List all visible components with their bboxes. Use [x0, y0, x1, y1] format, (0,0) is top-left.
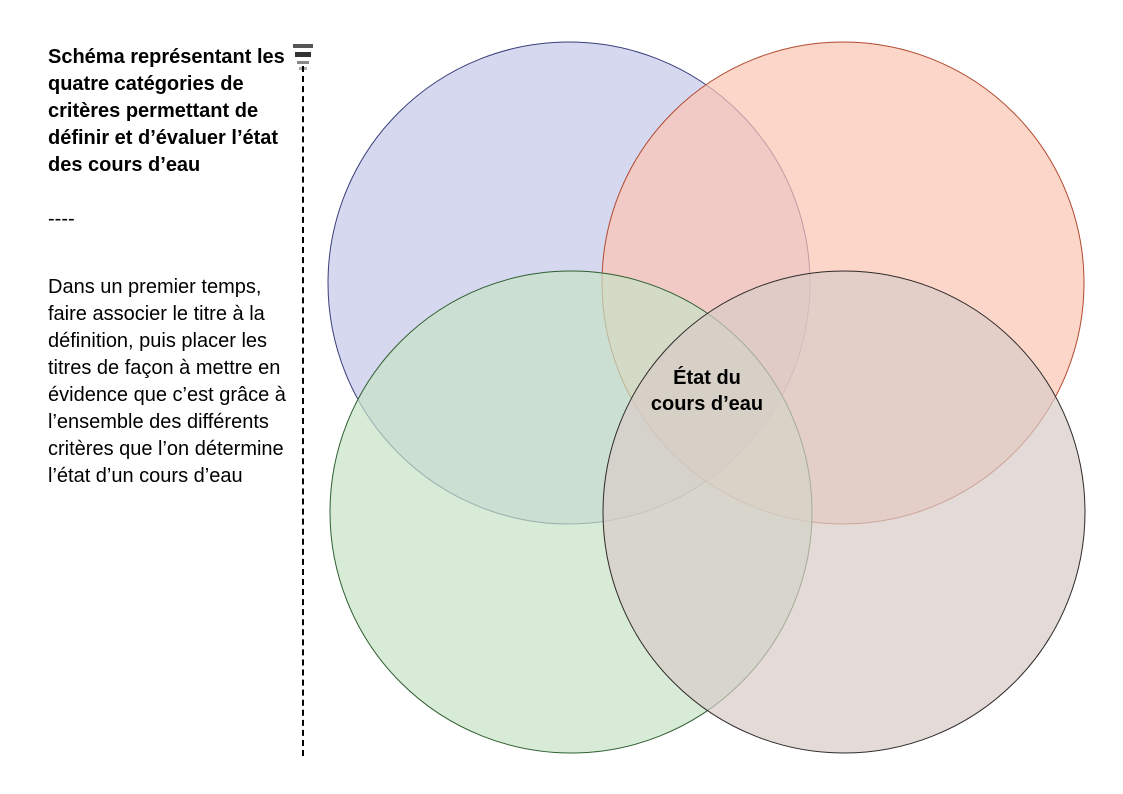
center-label-line1: État du	[673, 367, 741, 389]
center-label: État du cours d’eau	[627, 365, 787, 417]
diagram-title: Schéma représentant les quatre catégorie…	[48, 46, 285, 176]
bottom-right-circle	[602, 270, 1086, 754]
center-label-line2: cours d’eau	[650, 393, 764, 415]
separator-text: ----	[48, 208, 75, 230]
instructions-text: Dans un premier temps, faire associer le…	[48, 276, 286, 487]
dashed-cut-line	[302, 66, 304, 756]
left-panel: Schéma représentant les quatre catégorie…	[48, 44, 298, 490]
